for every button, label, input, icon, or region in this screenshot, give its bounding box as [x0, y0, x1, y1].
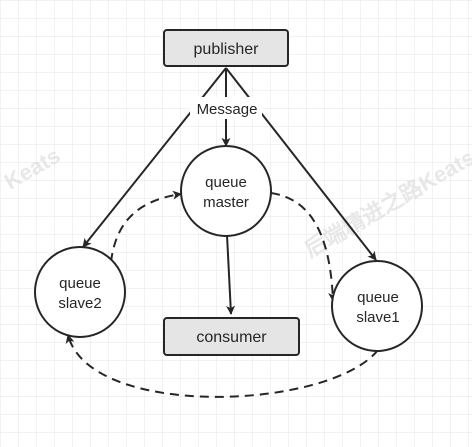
consumer-box — [163, 317, 300, 356]
queue-slave1-line2: slave1 — [356, 309, 399, 326]
queue-master-line1: queue — [205, 174, 247, 191]
queue-slave1-node — [331, 260, 423, 352]
message-label: Message — [197, 101, 258, 118]
queue-slave2-node — [34, 246, 126, 338]
queue-slave1-line1: queue — [357, 289, 399, 306]
publisher-box — [163, 29, 289, 67]
queue-slave2-line1: queue — [59, 275, 101, 292]
consumer-label: consumer — [196, 329, 267, 346]
queue-master-line2: master — [203, 194, 249, 211]
arrow-master-to-consumer — [226, 234, 236, 315]
queue-slave2-line2: slave2 — [58, 295, 101, 312]
queue-master-node — [180, 145, 272, 237]
dashed-arrow-slave2-to-master — [110, 190, 182, 263]
dashed-arrow-master-to-slave1 — [270, 192, 338, 302]
message-label-bg — [190, 97, 262, 119]
publisher-label: publisher — [194, 41, 260, 58]
dashed-arrow-slave1-to-slave2 — [65, 334, 379, 398]
